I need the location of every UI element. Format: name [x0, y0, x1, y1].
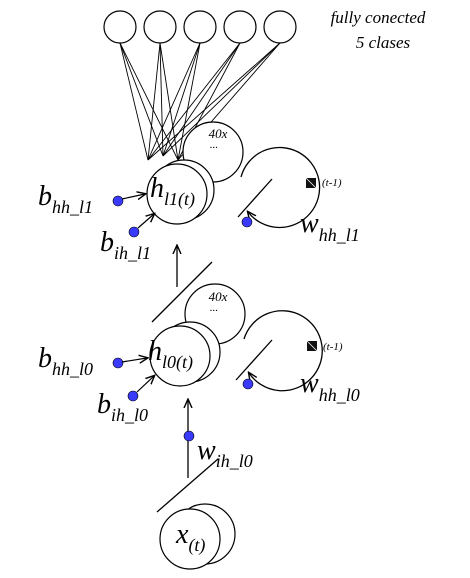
layer1-whh-dot: [241, 216, 253, 228]
layer0-hidden-node: [149, 325, 211, 387]
layer1-recurrent-loop: [240, 146, 321, 229]
layer1-bih-dot: [128, 226, 140, 238]
input-weight-dot: [183, 430, 195, 442]
layer0-recurrent-loop: [243, 310, 323, 392]
output-node-1: [103, 10, 137, 44]
layer1-hidden-label: hl1(t): [150, 173, 195, 210]
layer0-bias-ih-label: bih_l0: [97, 389, 148, 425]
layer1-bias-ih-label: bih_l1: [100, 227, 151, 263]
fc-caption-line2: 5 clases: [356, 33, 411, 52]
input-label: x(t): [175, 519, 205, 556]
layer1-stack-label: 40x: [209, 126, 228, 141]
layer0-unit: 40x ... hl0(t) (t-1) whh_l0 bhh_l0 bih_l…: [38, 283, 360, 425]
layer1-bhh-dot: [112, 195, 124, 207]
layer1-weight-hh-label: whh_l1: [300, 208, 360, 245]
layer0-recurrent-slash: [235, 339, 273, 381]
layer0-weight-hh-label: whh_l0: [300, 368, 360, 405]
layer0-stack-label: 40x: [209, 289, 228, 304]
layer1-delay-label: (t-1): [322, 177, 342, 189]
layer0-hidden-label: hl0(t): [148, 336, 193, 373]
input-to-layer0-slash: [156, 458, 219, 513]
fc-caption-line1: fully conected: [331, 8, 426, 27]
layer1-stack-dots: ...: [210, 139, 218, 151]
layer0-bih-dot: [127, 390, 139, 402]
output-node-3: [183, 10, 217, 44]
fc-connections: [119, 42, 281, 161]
layer1-unit: 40x ... hl1(t) (t-1) whh_l1 bhh_l1 bih_l…: [38, 121, 360, 263]
output-nodes: [103, 10, 297, 44]
output-node-2: [143, 10, 177, 44]
layer0-stack-dots: ...: [210, 302, 218, 314]
layer0-bias-hh-label: bhh_l0: [38, 343, 93, 379]
layer1-bias-hh-label: bhh_l1: [38, 181, 93, 217]
output-node-5: [263, 10, 297, 44]
layer0-delay-label: (t-1): [323, 341, 343, 353]
layer0-bhh-dot: [112, 357, 124, 369]
output-node-4: [223, 10, 257, 44]
layer0-whh-dot: [242, 378, 254, 390]
layer1-recurrent-slash: [237, 178, 273, 218]
layer0-to-layer1-slash: [151, 261, 213, 323]
input-weight-ih-label: wih_l0: [197, 435, 253, 471]
input-unit: x(t): [159, 503, 236, 570]
input-node: [159, 508, 221, 570]
